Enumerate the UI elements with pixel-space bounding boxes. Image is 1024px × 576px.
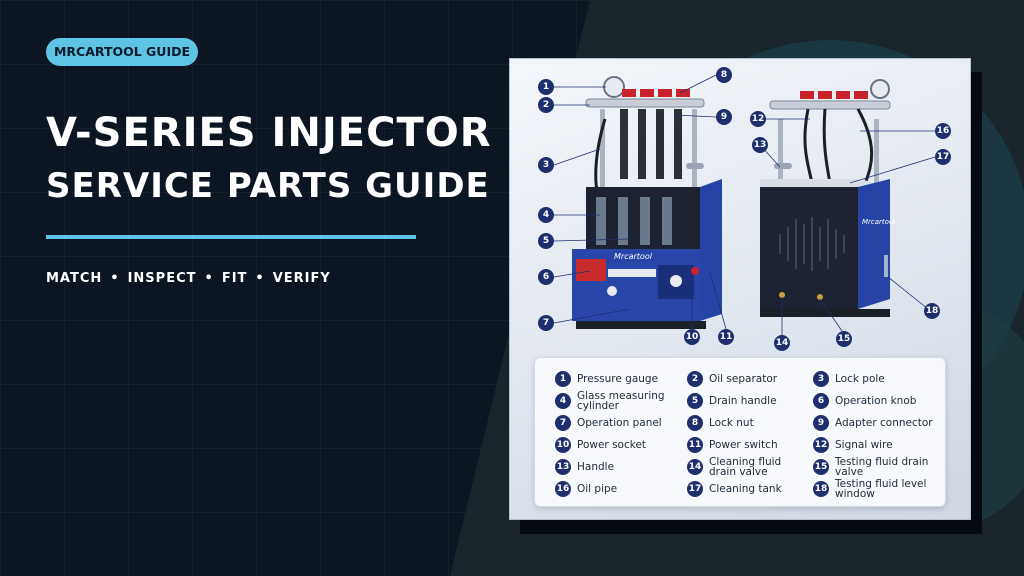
legend-label: Adapter connector bbox=[835, 417, 933, 429]
legend-label: Cleaning fluid drain valve bbox=[709, 456, 782, 478]
legend-number: 10 bbox=[555, 437, 571, 453]
legend-label: Glass measuring cylinder bbox=[577, 390, 665, 412]
legend-item: 10 Power socket bbox=[555, 434, 683, 456]
guide-badge: MRCARTOOL GUIDE bbox=[46, 38, 198, 66]
legend-number: 6 bbox=[813, 393, 829, 409]
callout-marker: 18 bbox=[924, 303, 940, 319]
legend-item: 14 Cleaning fluid drain valve bbox=[687, 456, 811, 478]
legend-label: Operation knob bbox=[835, 395, 917, 407]
tag-separator: • bbox=[255, 271, 265, 286]
legend-label: Testing fluid level window bbox=[835, 478, 927, 500]
step-tags: MATCH • INSPECT • FIT • VERIFY bbox=[46, 271, 331, 286]
callout-marker: 2 bbox=[538, 97, 554, 113]
callout-marker: 17 bbox=[935, 149, 951, 165]
callout-marker: 6 bbox=[538, 269, 554, 285]
legend-number: 16 bbox=[555, 481, 571, 497]
legend-number: 5 bbox=[687, 393, 703, 409]
legend-number: 13 bbox=[555, 459, 571, 475]
legend-label: Handle bbox=[577, 461, 615, 473]
legend-label: Oil pipe bbox=[577, 483, 618, 495]
tag-verify: VERIFY bbox=[272, 271, 331, 286]
legend-label: Power switch bbox=[709, 439, 778, 451]
legend-item: 12 Signal wire bbox=[813, 434, 943, 456]
back-brand-label: Mrcartool bbox=[862, 218, 895, 226]
legend-label: Power socket bbox=[577, 439, 647, 451]
front-machine: Mrcartool bbox=[572, 76, 722, 329]
legend-number: 2 bbox=[687, 371, 703, 387]
legend-item: 18 Testing fluid level window bbox=[813, 478, 943, 500]
legend-label: Cleaning tank bbox=[709, 483, 782, 495]
legend-item: 17 Cleaning tank bbox=[687, 478, 811, 500]
legend-label: Oil separator bbox=[709, 373, 778, 385]
legend-item: 13 Handle bbox=[555, 456, 683, 478]
tag-separator: • bbox=[110, 271, 120, 286]
legend-item: 9 Adapter connector bbox=[813, 412, 943, 434]
legend-number: 12 bbox=[813, 437, 829, 453]
legend-label: Lock pole bbox=[835, 373, 885, 385]
callout-marker: 7 bbox=[538, 315, 554, 331]
legend-item: 16 Oil pipe bbox=[555, 478, 683, 500]
callout-marker: 5 bbox=[538, 233, 554, 249]
legend-item: 15 Testing fluid drain valve bbox=[813, 456, 943, 478]
tag-match: MATCH bbox=[46, 271, 103, 286]
callout-marker: 11 bbox=[718, 329, 734, 345]
legend-item: 7 Operation panel bbox=[555, 412, 683, 434]
legend-number: 9 bbox=[813, 415, 829, 431]
tag-fit: FIT bbox=[221, 271, 248, 286]
legend-item: 5 Drain handle bbox=[687, 390, 811, 412]
back-machine: Mrcartool bbox=[760, 79, 895, 317]
page-title-line2: SERVICE PARTS GUIDE bbox=[46, 166, 490, 206]
parts-diagram-card: Mrcartool bbox=[509, 58, 971, 520]
callout-marker: 16 bbox=[935, 123, 951, 139]
legend-number: 14 bbox=[687, 459, 703, 475]
legend-item: 8 Lock nut bbox=[687, 412, 811, 434]
callout-marker: 4 bbox=[538, 207, 554, 223]
legend-number: 8 bbox=[687, 415, 703, 431]
legend-item: 2 Oil separator bbox=[687, 368, 811, 390]
legend-number: 15 bbox=[813, 459, 829, 475]
legend-number: 18 bbox=[813, 481, 829, 497]
legend-number: 4 bbox=[555, 393, 571, 409]
tag-inspect: INSPECT bbox=[127, 271, 197, 286]
legend-number: 7 bbox=[555, 415, 571, 431]
callout-marker: 13 bbox=[752, 137, 768, 153]
callout-marker: 14 bbox=[774, 335, 790, 351]
legend-number: 17 bbox=[687, 481, 703, 497]
legend-item: 6 Operation knob bbox=[813, 390, 943, 412]
legend-item: 11 Power switch bbox=[687, 434, 811, 456]
legend-label: Signal wire bbox=[835, 439, 893, 451]
parts-legend: 1 Pressure gauge 2 Oil separator 3 Lock pol… bbox=[534, 357, 946, 507]
callout-marker: 3 bbox=[538, 157, 554, 173]
legend-number: 11 bbox=[687, 437, 703, 453]
callout-marker: 8 bbox=[716, 67, 732, 83]
legend-item: 1 Pressure gauge bbox=[555, 368, 683, 390]
callout-marker: 15 bbox=[836, 331, 852, 347]
page-title-line1: V-SERIES INJECTOR bbox=[46, 110, 492, 156]
callout-marker: 9 bbox=[716, 109, 732, 125]
callout-marker: 1 bbox=[538, 79, 554, 95]
legend-item: 4 Glass measuring cylinder bbox=[555, 390, 683, 412]
legend-label: Drain handle bbox=[709, 395, 777, 407]
legend-number: 3 bbox=[813, 371, 829, 387]
front-brand-label: Mrcartool bbox=[614, 252, 653, 261]
tag-separator: • bbox=[204, 271, 214, 286]
legend-label: Pressure gauge bbox=[577, 373, 659, 385]
legend-item: 3 Lock pole bbox=[813, 368, 943, 390]
callout-marker: 12 bbox=[750, 111, 766, 127]
legend-label: Lock nut bbox=[709, 417, 754, 429]
legend-label: Testing fluid drain valve bbox=[835, 456, 929, 478]
callout-marker: 10 bbox=[684, 329, 700, 345]
legend-label: Operation panel bbox=[577, 417, 662, 429]
machine-illustration: Mrcartool bbox=[553, 74, 936, 335]
legend-number: 1 bbox=[555, 371, 571, 387]
accent-divider bbox=[46, 235, 416, 239]
